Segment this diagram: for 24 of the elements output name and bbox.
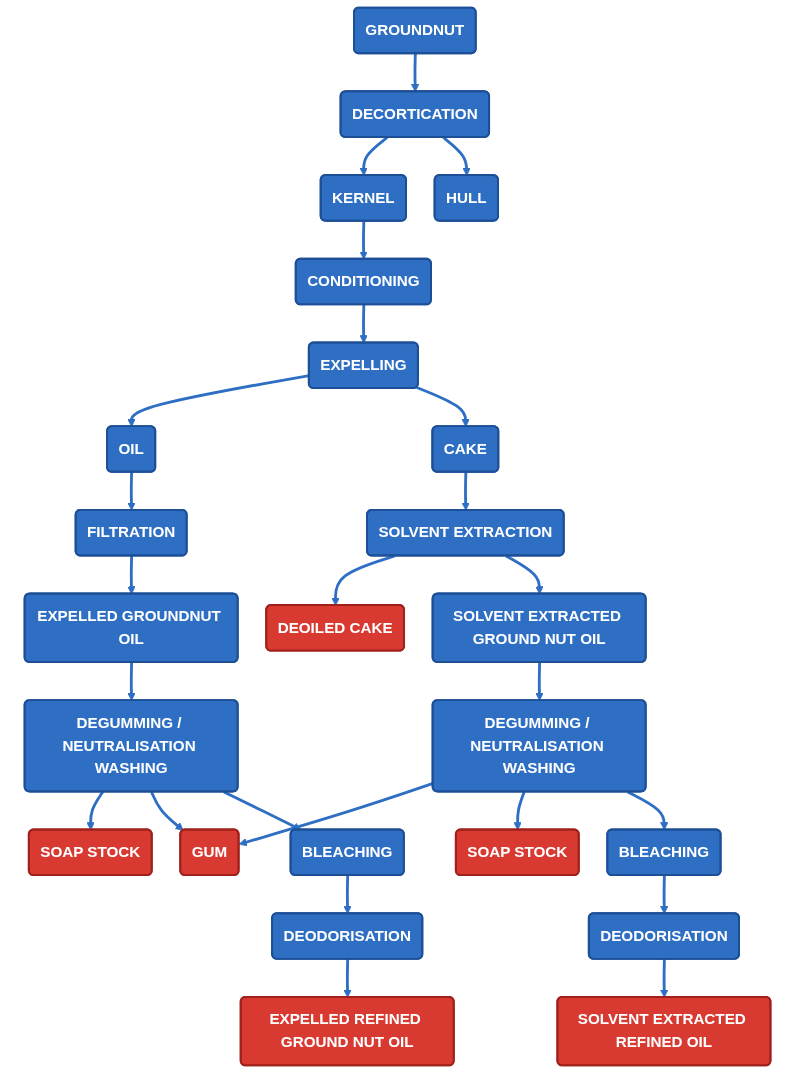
arrow <box>627 790 669 831</box>
arrow <box>127 472 137 511</box>
arrow <box>127 662 137 701</box>
arrow <box>411 53 420 93</box>
arrow <box>86 791 105 831</box>
arrow <box>331 554 396 606</box>
arrow <box>660 875 669 915</box>
arrow <box>343 959 353 998</box>
arrow <box>239 782 434 847</box>
arrow <box>150 791 185 831</box>
arrow <box>416 386 471 427</box>
arrow <box>343 875 353 915</box>
arrow <box>223 790 302 831</box>
arrow <box>359 136 389 176</box>
arrow <box>359 304 369 344</box>
arrow <box>359 221 369 260</box>
arrow <box>127 555 137 595</box>
arrow <box>513 791 526 831</box>
arrow <box>505 554 545 595</box>
arrow <box>660 959 669 998</box>
arrow <box>127 374 310 427</box>
arrow <box>535 662 545 701</box>
arrow <box>442 136 472 176</box>
arrow <box>461 472 471 511</box>
